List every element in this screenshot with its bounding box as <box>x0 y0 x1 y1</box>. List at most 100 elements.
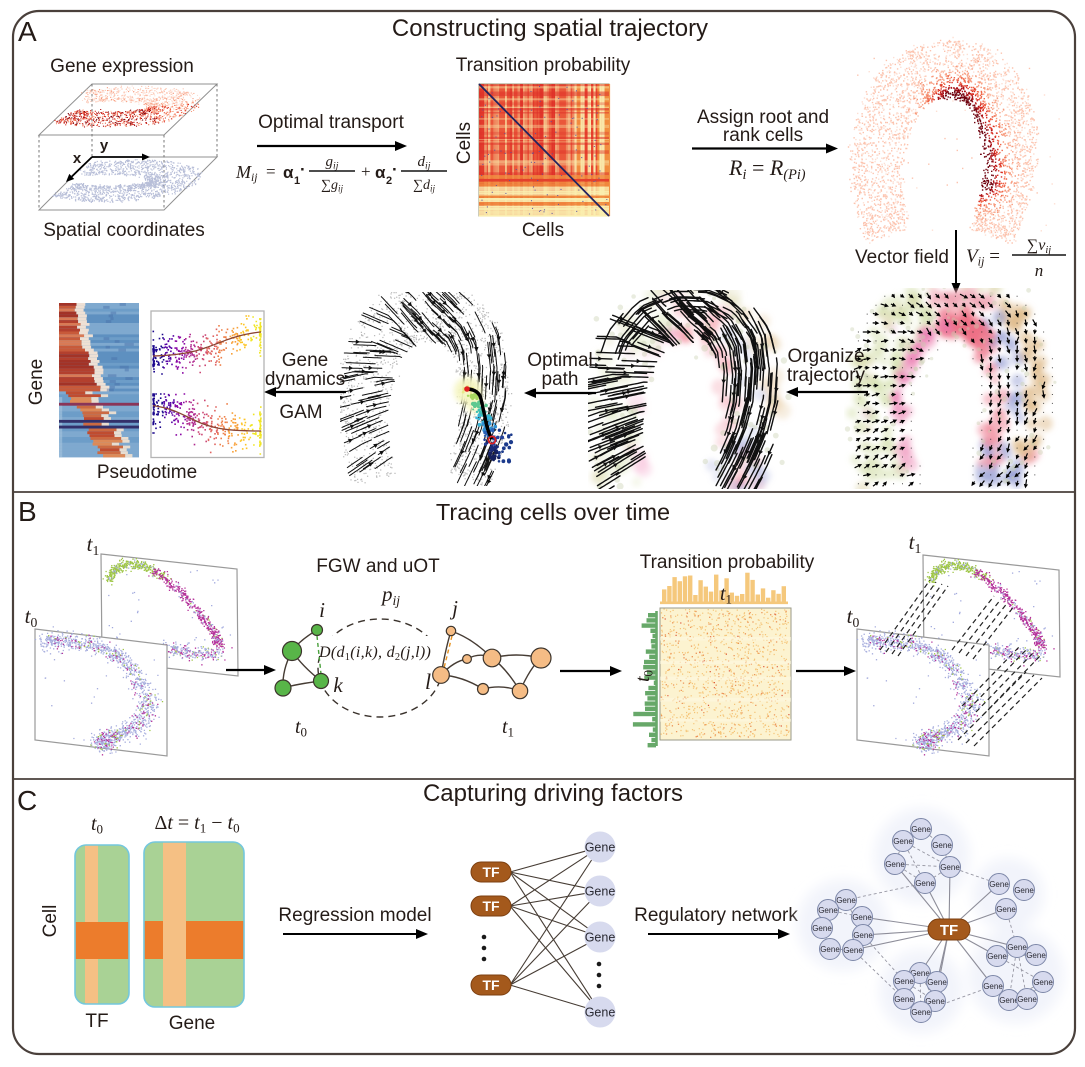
svg-text:Gene: Gene <box>885 860 905 869</box>
svg-text:TF: TF <box>482 977 500 993</box>
svg-text:·: · <box>392 160 398 179</box>
svg-text:B: B <box>18 496 37 527</box>
svg-text:dij: dij <box>418 154 431 172</box>
svg-text:t0: t0 <box>91 813 103 837</box>
svg-text:Gene: Gene <box>987 952 1007 961</box>
svg-text:x: x <box>73 150 82 167</box>
svg-text:y: y <box>100 137 109 154</box>
svg-text:C: C <box>17 785 37 816</box>
svg-text:Regulatory network: Regulatory network <box>634 905 798 926</box>
svg-text:gij: gij <box>326 154 339 172</box>
svg-text:Gene: Gene <box>893 837 913 846</box>
svg-text:Cell: Cell <box>40 905 61 938</box>
svg-text:Gene: Gene <box>853 931 873 940</box>
svg-text:∑vij: ∑vij <box>1027 237 1051 256</box>
svg-text:t1: t1 <box>909 530 922 556</box>
svg-text:TF: TF <box>482 864 500 880</box>
svg-text:t0: t0 <box>25 604 38 630</box>
svg-text:t0: t0 <box>632 670 656 682</box>
svg-text:Gene: Gene <box>894 977 914 986</box>
svg-text:t0: t0 <box>295 716 307 740</box>
svg-text:dynamics: dynamics <box>265 369 345 390</box>
svg-text:Gene: Gene <box>820 945 840 954</box>
svg-text:1: 1 <box>294 175 300 187</box>
svg-text:Gene: Gene <box>894 995 914 1004</box>
svg-text:Gene: Gene <box>282 350 328 371</box>
svg-text:·: · <box>300 160 306 179</box>
svg-text:Gene: Gene <box>843 946 863 955</box>
svg-text:Gene: Gene <box>915 879 935 888</box>
svg-text:Gene: Gene <box>169 1013 215 1034</box>
svg-text:TF: TF <box>482 898 500 914</box>
svg-text:Gene: Gene <box>940 863 960 872</box>
svg-text:=: = <box>266 162 276 181</box>
svg-text:Gene: Gene <box>1033 978 1053 987</box>
svg-text:Constructing spatial trajector: Constructing spatial trajectory <box>392 15 708 42</box>
svg-text:t0: t0 <box>847 604 860 630</box>
svg-text:2: 2 <box>386 175 392 187</box>
svg-text:Optimal: Optimal <box>527 350 592 371</box>
svg-text:trajectory: trajectory <box>787 365 866 386</box>
svg-text:Gene: Gene <box>26 359 47 405</box>
svg-text:Gene: Gene <box>585 840 616 854</box>
svg-text:∑gij: ∑gij <box>321 178 344 194</box>
svg-text:α: α <box>375 163 386 182</box>
svg-text:Gene: Gene <box>999 996 1019 1005</box>
svg-text:rank cells: rank cells <box>723 125 803 146</box>
svg-text:Gene: Gene <box>989 880 1009 889</box>
svg-text:Gene: Gene <box>812 924 832 933</box>
svg-text:Organize: Organize <box>787 346 864 367</box>
svg-text:Gene: Gene <box>1014 886 1034 895</box>
svg-text:Spatial coordinates: Spatial coordinates <box>43 220 205 241</box>
svg-text:pij: pij <box>380 582 400 608</box>
svg-text:Gene: Gene <box>911 1008 931 1017</box>
svg-text:Gene: Gene <box>1007 943 1027 952</box>
svg-text:Gene: Gene <box>927 978 947 987</box>
svg-text:Cells: Cells <box>454 122 475 164</box>
svg-text:Mij: Mij <box>235 162 258 184</box>
svg-text:j: j <box>449 596 458 620</box>
svg-text:Gene: Gene <box>818 906 838 915</box>
svg-text:Transition probability: Transition probability <box>456 55 631 76</box>
svg-text:Gene: Gene <box>852 913 872 922</box>
svg-text:Gene: Gene <box>1026 951 1046 960</box>
svg-text:Capturing driving factors: Capturing driving factors <box>423 780 683 807</box>
svg-text:Gene: Gene <box>925 997 945 1006</box>
svg-text:t1: t1 <box>87 532 100 558</box>
svg-text:path: path <box>542 369 579 390</box>
svg-text:Vector field: Vector field <box>855 247 949 268</box>
svg-text:A: A <box>18 16 37 47</box>
svg-text:GAM: GAM <box>279 402 322 423</box>
svg-text:Gene: Gene <box>910 969 930 978</box>
svg-text:Gene: Gene <box>585 884 616 898</box>
svg-text:Δt = t1 − t0: Δt = t1 − t0 <box>154 812 239 836</box>
svg-text:t1: t1 <box>502 716 514 740</box>
svg-text:Gene: Gene <box>932 841 952 850</box>
svg-text:Assign root and: Assign root and <box>697 107 829 128</box>
svg-text:Cells: Cells <box>522 220 564 241</box>
svg-text:Gene: Gene <box>983 982 1003 991</box>
svg-text:Vij =: Vij = <box>966 246 1000 268</box>
svg-text:Pseudotime: Pseudotime <box>97 462 197 483</box>
svg-text:+: + <box>361 162 371 181</box>
svg-text:Gene expression: Gene expression <box>50 56 194 77</box>
svg-text:t1: t1 <box>720 583 732 607</box>
svg-text:Gene: Gene <box>911 825 931 834</box>
svg-text:α: α <box>283 163 294 182</box>
svg-text:l: l <box>425 669 431 694</box>
svg-text:Optimal transport: Optimal transport <box>258 112 404 133</box>
svg-text:Regression model: Regression model <box>278 905 431 926</box>
svg-text:i: i <box>319 598 325 622</box>
svg-text:D(d1(i,k), d2(j,l)): D(d1(i,k), d2(j,l)) <box>318 644 431 663</box>
svg-text:TF: TF <box>85 1011 108 1032</box>
svg-text:k: k <box>333 673 343 697</box>
svg-text:Gene: Gene <box>996 905 1016 914</box>
svg-text:Gene: Gene <box>585 930 616 944</box>
svg-text:TF: TF <box>940 922 958 939</box>
svg-text:n: n <box>1035 261 1044 280</box>
svg-text:Gene: Gene <box>585 1005 616 1019</box>
svg-text:∑dij: ∑dij <box>413 178 436 194</box>
svg-text:Ri = R(Pi): Ri = R(Pi) <box>728 155 806 183</box>
svg-text:Tracing cells over time: Tracing cells over time <box>436 499 670 525</box>
svg-text:Transition probability: Transition probability <box>640 552 815 573</box>
